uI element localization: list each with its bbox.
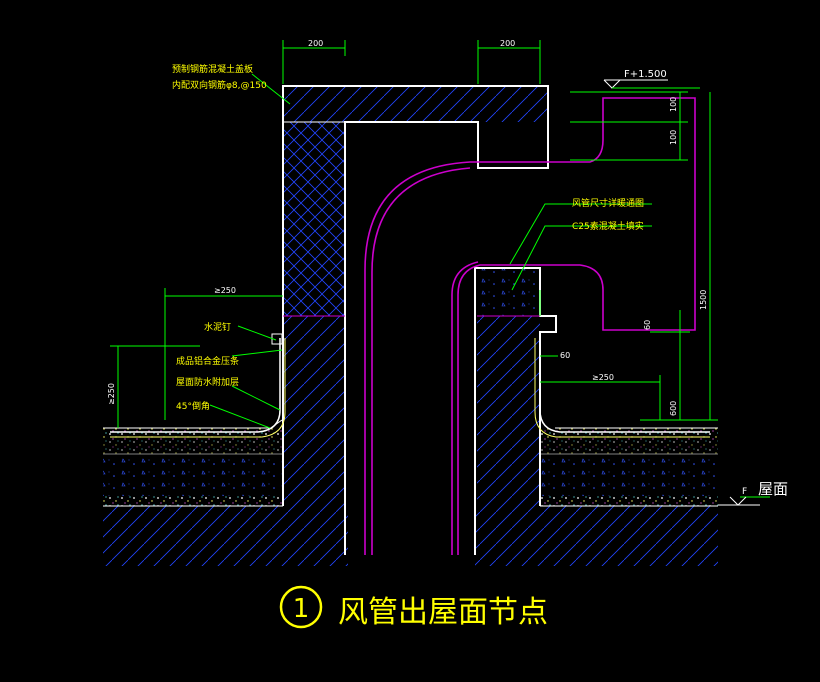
nail-note: 水泥钉 [204,321,231,333]
fill-note: C25素混凝土填实 [572,220,644,232]
roof-layers-left [103,427,348,566]
top-level-label: F+1.500 [624,69,667,80]
dim-right-wall: 200 [500,39,515,48]
slab-note-line1: 预制钢筋混凝土盖板 [172,63,253,75]
dim-left-wall: 200 [308,39,323,48]
roof-level-marker [718,496,760,506]
dim-right-min: ≥250 [592,373,614,382]
level-marker-top [603,79,700,89]
roof-symbol: F [742,487,747,497]
duct-outline [364,97,696,555]
left-flashing [110,333,286,438]
roof-label: 屋面 [758,480,788,498]
title-text: 风管出屋面节点 [338,595,548,630]
dim-small-60: 60 [560,351,570,360]
right-flashing [534,338,710,438]
slab-note-line2: 内配双向钢筋φ8,@150 [172,79,267,91]
dim-small-60b: 60 [643,320,652,330]
waterproof-note: 屋面防水附加层 [176,376,239,388]
dim-left-min: ≥250 [214,286,236,295]
dim-height-600: 600 [669,401,678,416]
title-number: 1 [293,594,310,624]
strip-note: 成品铝合金压条 [176,355,239,367]
right-wall [474,267,557,555]
dimension-lines [110,40,770,498]
dim-height-1500: 1500 [699,290,708,310]
dim-gap-b: 100 [669,130,678,145]
left-wall [282,85,549,555]
dim-gap-a: 100 [669,97,678,112]
duct-note: 风管尺寸详暖通图 [572,197,644,209]
dim-left-upturn: ≥250 [107,383,116,405]
chamfer-note: 45°倒角 [176,400,210,412]
title-number-circle [279,585,323,629]
